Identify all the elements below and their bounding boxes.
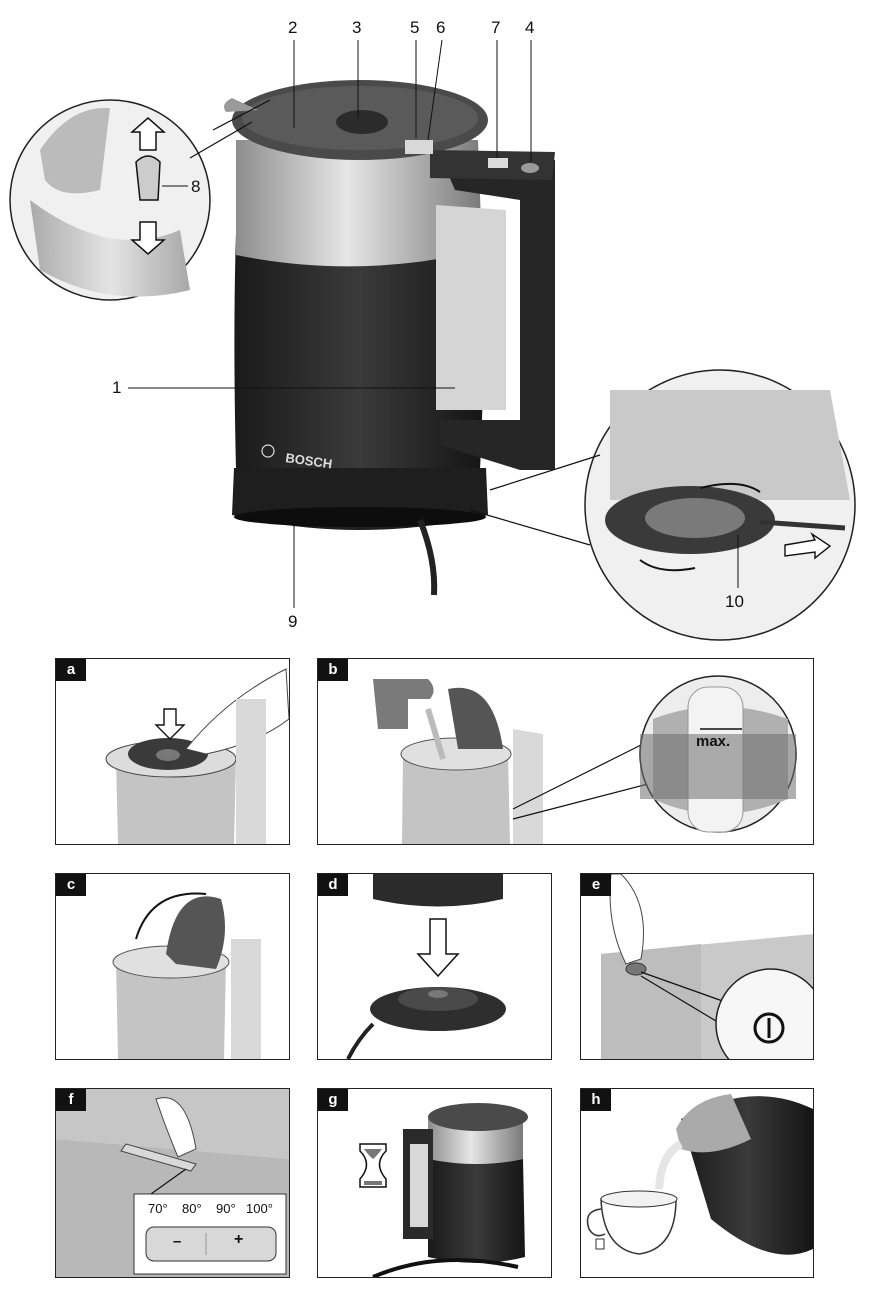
callout-5: 5 — [410, 18, 420, 37]
panel-letter: e — [581, 874, 611, 896]
kettle-handle — [440, 155, 555, 470]
temp-100: 100° — [246, 1201, 273, 1216]
callout-4: 4 — [525, 18, 535, 37]
overview-diagram: BOSCH — [9, 39, 856, 641]
arrow-up-icon — [130, 117, 166, 151]
arrow-down-icon — [416, 918, 460, 978]
kettle-trim — [236, 140, 482, 267]
callout-7: 7 — [491, 18, 501, 37]
panel-letter: a — [56, 659, 86, 681]
callout-1: 1 — [112, 378, 122, 397]
panel-letter: h — [581, 1089, 611, 1111]
max-label: max. — [696, 733, 731, 750]
panel-letter: g — [318, 1089, 348, 1111]
hourglass-icon — [359, 1143, 387, 1188]
step-panel-f: 70° 80° 90° 100° – + f — [55, 1088, 290, 1278]
temp-70: 70° — [148, 1201, 168, 1216]
panel-letter: c — [56, 874, 86, 896]
step-panel-d: d — [317, 873, 552, 1060]
arrow-right-icon — [784, 531, 832, 560]
callout-8: 8 — [191, 177, 201, 196]
spout — [224, 98, 258, 112]
plus-button: + — [234, 1231, 244, 1248]
callout-6: 6 — [436, 18, 446, 37]
callout-10: 10 — [725, 592, 744, 611]
panel-letter: d — [318, 874, 348, 896]
step-panel-e: e — [580, 873, 814, 1060]
panel-letter: b — [318, 659, 348, 681]
callout-9: 9 — [288, 612, 298, 631]
step-panel-b: max. b — [317, 658, 814, 845]
rotate-arrow-icon — [135, 892, 207, 940]
power-icon — [753, 1012, 785, 1044]
power-cord — [417, 518, 438, 596]
lid-button — [336, 110, 388, 134]
callout-3: 3 — [352, 18, 362, 37]
step-panel-g: g — [317, 1088, 552, 1278]
callout-2: 2 — [288, 18, 298, 37]
rotate-arrow-icon — [699, 482, 761, 493]
arrow-down-icon — [154, 708, 186, 740]
step-panel-h: h — [580, 1088, 814, 1278]
temp-80: 80° — [182, 1201, 202, 1216]
step-panel-c: c — [55, 873, 290, 1060]
arrow-down-icon — [130, 221, 166, 255]
step-panel-a: a — [55, 658, 290, 845]
brand-label: BOSCH — [285, 450, 334, 471]
minus-button: – — [173, 1233, 182, 1250]
panel-letter: f — [56, 1089, 86, 1111]
temp-90: 90° — [216, 1201, 236, 1216]
